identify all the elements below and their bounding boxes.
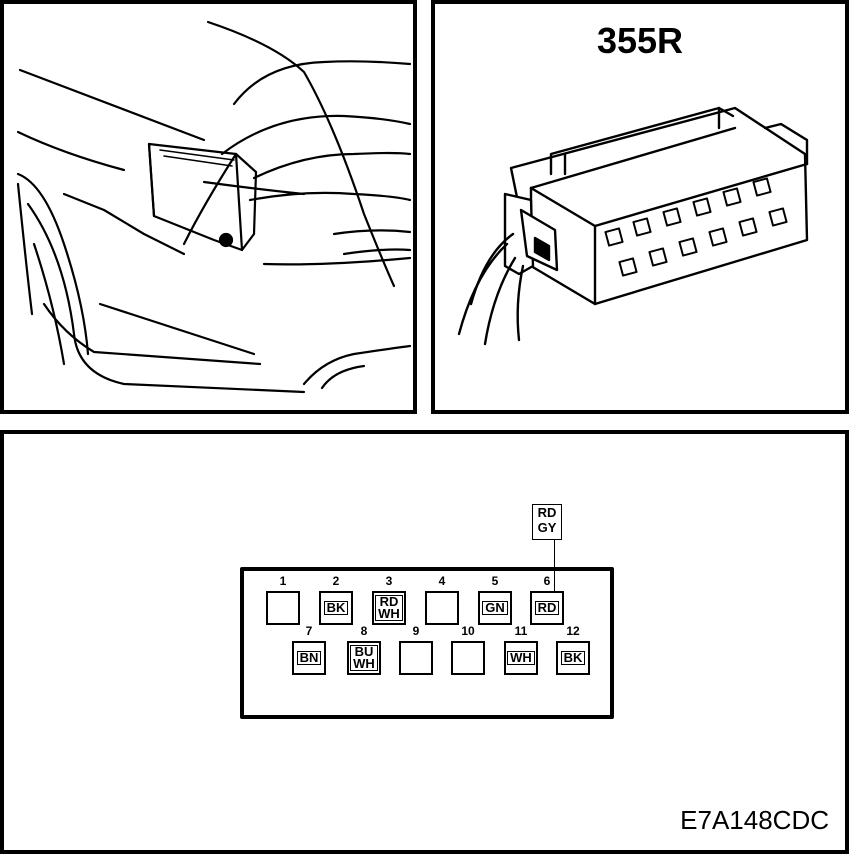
pin-cavity-10	[451, 641, 485, 675]
pin-cavity-5: GN	[478, 591, 512, 625]
connector-perspective-drawing	[457, 106, 809, 346]
wire-color-label: BN	[296, 651, 322, 665]
pin-cavity-8: BU WH	[347, 641, 381, 675]
pin-cavity-9	[399, 641, 433, 675]
wire-color-label: WH	[507, 651, 535, 665]
pin-cavity-2: BK	[319, 591, 353, 625]
pin-number-11: 11	[514, 624, 528, 638]
pin-cavity-11: WH	[504, 641, 538, 675]
vehicle-location-drawing	[16, 20, 412, 394]
wire-color-label: RD WH	[375, 595, 403, 621]
pin-cavity-4	[425, 591, 459, 625]
pin-number-12: 12	[566, 624, 580, 638]
wire-color-label: BK	[560, 651, 586, 665]
wire-color-callout: RD GY	[532, 504, 562, 540]
pin-number-8: 8	[360, 624, 368, 638]
connector-view-panel: 355R	[431, 0, 849, 414]
pin-cavity-6: RD	[530, 591, 564, 625]
vehicle-location-panel	[0, 0, 417, 414]
connector-id-label: 355R	[596, 20, 684, 61]
wire-color-label: RD	[534, 601, 560, 615]
callout-leader-line	[554, 540, 555, 610]
pin-number-4: 4	[438, 574, 446, 588]
pin-number-2: 2	[332, 574, 340, 588]
pin-cavity-7: BN	[292, 641, 326, 675]
pin-number-1: 1	[279, 574, 287, 588]
wire-color-label: BU WH	[350, 645, 378, 671]
pin-number-5: 5	[491, 574, 499, 588]
pin-number-9: 9	[412, 624, 420, 638]
wire-color-label: GN	[482, 601, 508, 615]
pin-number-3: 3	[385, 574, 393, 588]
pin-number-6: 6	[543, 574, 551, 588]
pin-number-7: 7	[305, 624, 313, 638]
pin-cavity-1	[266, 591, 300, 625]
figure-code: E7A148CDC	[680, 805, 829, 835]
wire-color-label: BK	[323, 601, 349, 615]
pin-number-10: 10	[461, 624, 475, 638]
pin-cavity-3: RD WH	[372, 591, 406, 625]
pin-cavity-12: BK	[556, 641, 590, 675]
